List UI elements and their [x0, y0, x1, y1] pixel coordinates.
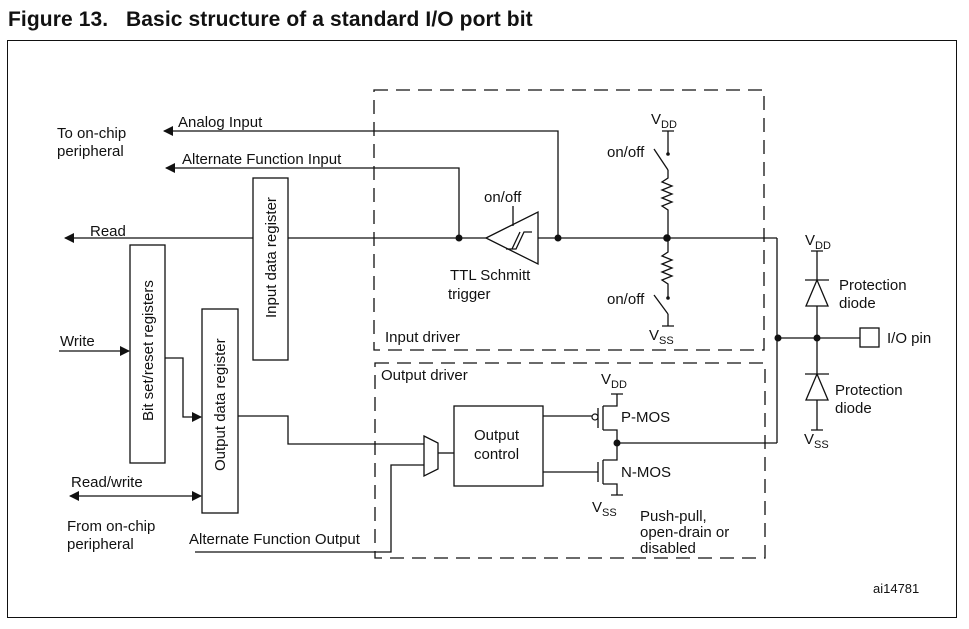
nmos-vss-label: VSS [592, 499, 617, 519]
bottom-protection-diode [805, 338, 829, 431]
top-protection-diode [805, 278, 829, 338]
figure-frame [7, 40, 957, 618]
pulldown-onoff-label: on/off [607, 291, 645, 308]
input-data-register-label: Input data register [263, 197, 280, 318]
schmitt-label-2: trigger [448, 286, 491, 303]
output-driver-label: Output driver [381, 367, 468, 384]
output-mux [423, 434, 439, 478]
bit-set-reset-label: Bit set/reset registers [140, 280, 157, 421]
io-pin [859, 327, 880, 348]
switch-contact [666, 152, 670, 156]
analog-input-label: Analog Input [178, 114, 263, 131]
output-control-block [453, 405, 544, 487]
mode-label-1: Push-pull, [640, 508, 707, 525]
bottom-diode-label-2: diode [835, 400, 872, 417]
alt-func-input-label: Alternate Function Input [182, 151, 342, 168]
pullup-switch [653, 148, 669, 171]
output-control-label-2: control [474, 446, 519, 463]
alt-func-input-wire [165, 163, 460, 238]
figure-id: ai14781 [873, 581, 919, 596]
read-write-label: Read/write [71, 474, 143, 491]
read-label: Read [90, 223, 126, 240]
schmitt-label-1: TTL Schmitt [450, 267, 531, 284]
schmitt-trigger [484, 210, 539, 266]
schmitt-hysteresis-icon [506, 231, 532, 250]
pulldown-resistor [660, 238, 674, 298]
nmos-channel [602, 443, 623, 496]
input-driver-box [373, 89, 765, 351]
pulldown-vss-label: VSS [649, 327, 674, 347]
read-write-left-arrow [69, 491, 79, 501]
pullup-vdd-label: VDD [651, 111, 677, 131]
io-pin-label: I/O pin [887, 330, 931, 347]
from-peripheral-label-1: From on-chip [67, 518, 155, 535]
junction-dot [455, 234, 463, 242]
alt-func-output-wire [195, 464, 424, 553]
bottom-diode-label-1: Protection [835, 382, 903, 399]
pullup-onoff-label: on/off [607, 144, 645, 161]
from-peripheral-label-2: peripheral [67, 536, 134, 553]
output-driver-box [374, 362, 766, 559]
schmitt-onoff-label: on/off [484, 189, 522, 206]
top-diode-label-2: diode [839, 295, 876, 312]
pmos-channel [602, 393, 623, 443]
analog-input-wire [163, 126, 559, 238]
junction-dot [554, 234, 562, 242]
pmos-gate-bubble [591, 413, 599, 421]
bit-set-reset-registers [129, 244, 166, 464]
output-data-register [201, 308, 239, 514]
nmos-label: N-MOS [621, 464, 671, 481]
output-data-register-label: Output data register [212, 338, 229, 471]
junction-dot [663, 234, 671, 242]
pullup-vdd-rail [662, 130, 674, 153]
alt-func-output-label: Alternate Function Output [189, 531, 361, 548]
odr-to-mux-wire [238, 415, 424, 445]
mode-label-3: disabled [640, 540, 696, 557]
figure-title: Figure 13. Basic structure of a standard… [8, 8, 533, 31]
input-driver-label: Input driver [385, 329, 460, 346]
diode-vdd-rail [811, 250, 823, 280]
input-data-register [252, 177, 289, 361]
diode-vdd-label: VDD [805, 232, 831, 252]
bsrr-to-odr-wire [165, 357, 202, 422]
to-peripheral-label-1: To on-chip [57, 125, 126, 142]
write-label: Write [60, 333, 95, 350]
pullup-resistor [660, 170, 674, 238]
pulldown-switch [653, 294, 669, 315]
top-diode-label-1: Protection [839, 277, 907, 294]
output-control-label-1: Output [474, 427, 520, 444]
to-peripheral-label-2: peripheral [57, 143, 124, 160]
pmos-label: P-MOS [621, 409, 670, 426]
pmos-vdd-label: VDD [601, 371, 627, 391]
pulldown-vss-rail [662, 314, 674, 327]
switch-contact [666, 296, 670, 300]
diode-vss-label: VSS [804, 431, 829, 451]
mode-label-2: open-drain or [640, 524, 729, 541]
